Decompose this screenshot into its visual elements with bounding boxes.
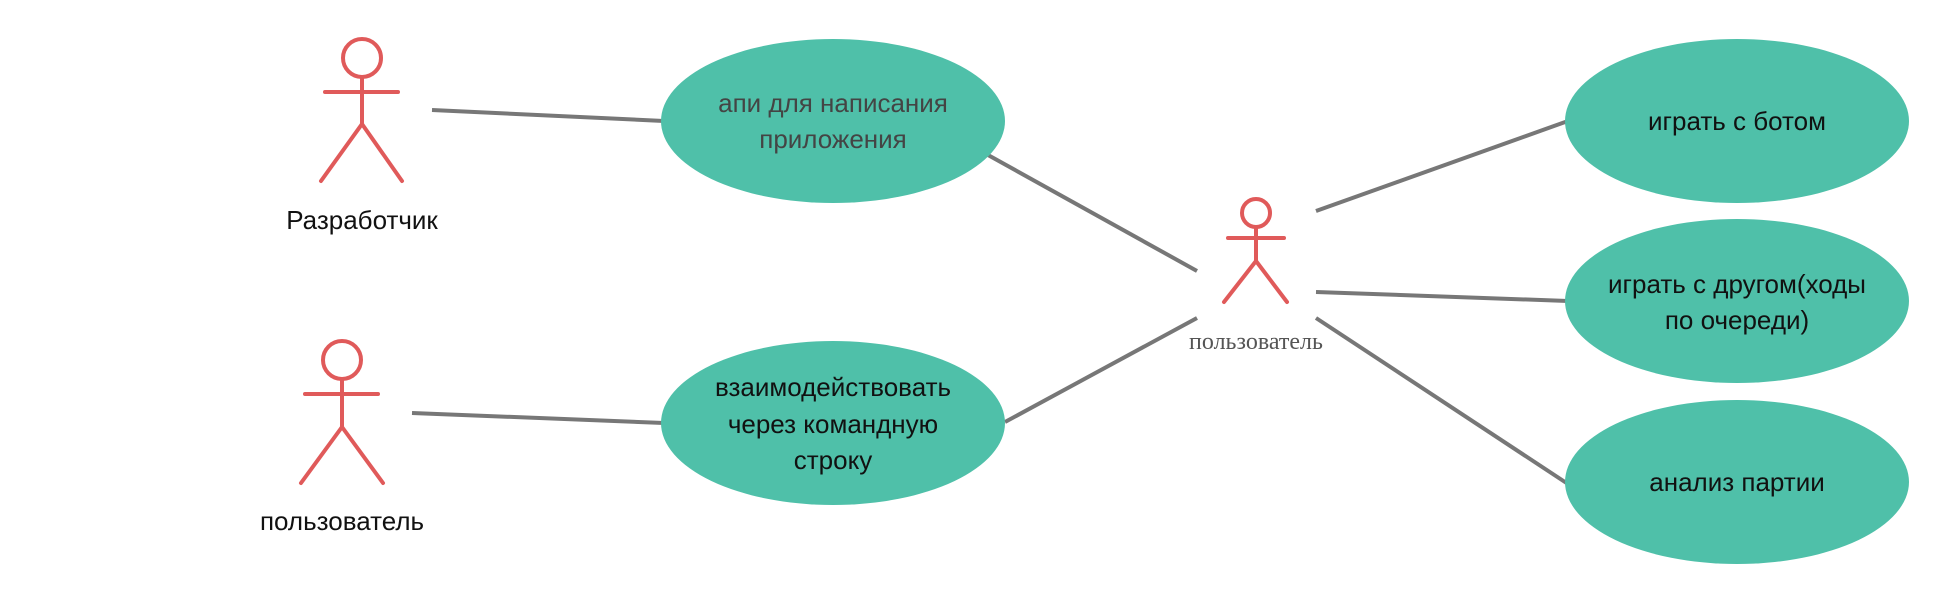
actor-developer-label: Разработчик bbox=[286, 205, 438, 235]
association-api-user bbox=[987, 153, 1198, 273]
use-case-bot: играть с ботом bbox=[1565, 39, 1909, 203]
use-case-cli-line-3: строку bbox=[794, 445, 873, 475]
use-case-ellipse bbox=[1565, 219, 1909, 383]
use-case-friend-line-2: по очереди) bbox=[1665, 305, 1809, 335]
actor-right-leg bbox=[340, 425, 385, 485]
actor-user-left: пользователь bbox=[260, 339, 424, 536]
actor-head bbox=[321, 339, 363, 381]
association-user-friend bbox=[1315, 290, 1569, 303]
actor-user-center: пользователь bbox=[1189, 197, 1323, 355]
use-case-api-line-2: приложения bbox=[759, 124, 907, 154]
actor-right-leg bbox=[360, 122, 404, 183]
actor-right-leg bbox=[1254, 259, 1289, 304]
use-case-cli-line-2: через командную bbox=[728, 409, 938, 439]
actor-user-center-label: пользователь bbox=[1189, 329, 1323, 355]
association-user-left-cli bbox=[411, 411, 665, 425]
use-case-api: апи для написания приложения bbox=[661, 39, 1005, 203]
use-case-friend-line-1: играть с другом(ходы bbox=[1608, 269, 1866, 299]
use-case-cli: взаимодействовать через командную строку bbox=[661, 341, 1005, 505]
association-user-bot bbox=[1315, 119, 1569, 213]
association-user-analysis bbox=[1314, 316, 1570, 486]
actor-left-leg bbox=[299, 425, 344, 485]
actor-head bbox=[1240, 197, 1272, 229]
use-case-analysis: анализ партии bbox=[1565, 400, 1909, 564]
use-case-analysis-line-1: анализ партии bbox=[1649, 467, 1825, 497]
use-case-ellipse bbox=[1565, 39, 1909, 203]
actor-head bbox=[341, 37, 383, 79]
association-cli-user bbox=[1004, 316, 1198, 424]
association-developer-api bbox=[431, 108, 665, 123]
use-case-ellipse bbox=[661, 341, 1005, 505]
use-case-ellipse bbox=[1565, 400, 1909, 564]
use-case-bot-line-1: играть с ботом bbox=[1648, 106, 1826, 136]
use-case-ellipse bbox=[661, 39, 1005, 203]
use-case-cli-line-1: взаимодействовать bbox=[715, 372, 951, 402]
use-case-api-line-1: апи для написания bbox=[718, 88, 948, 118]
use-case-friend: играть с другом(ходы по очереди) bbox=[1565, 219, 1909, 383]
actor-left-leg bbox=[1222, 259, 1258, 304]
actor-left-leg bbox=[319, 122, 364, 183]
actor-user-left-label: пользователь bbox=[260, 506, 424, 536]
actor-developer: Разработчик bbox=[286, 37, 438, 235]
